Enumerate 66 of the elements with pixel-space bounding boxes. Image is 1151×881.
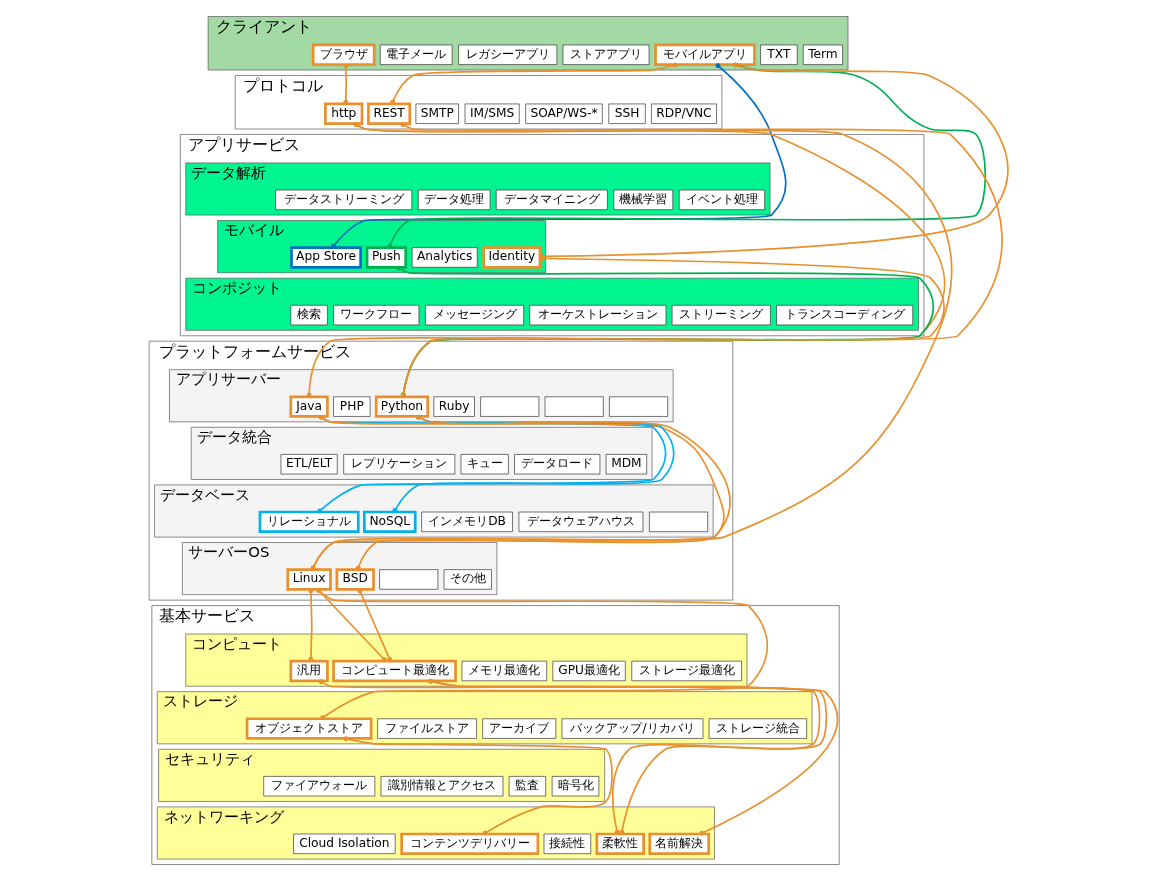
node-box: 柔軟性 bbox=[595, 832, 645, 856]
node-box: IM/SMS bbox=[464, 103, 520, 124]
node-box: レプリケーション bbox=[342, 454, 455, 475]
node-box: インメモリDB bbox=[420, 511, 513, 532]
node-box: MDM bbox=[605, 454, 647, 475]
node-box: ファイルストア bbox=[376, 718, 477, 739]
connector bbox=[307, 588, 313, 662]
connector bbox=[310, 122, 952, 571]
node-box: データ処理 bbox=[417, 189, 490, 210]
node-box: BSD bbox=[335, 568, 375, 591]
node-box: Identity bbox=[481, 246, 541, 269]
node-box: その他 bbox=[443, 569, 492, 590]
node-box: ストレージ統合 bbox=[708, 718, 807, 739]
node-box: SMTP bbox=[415, 103, 459, 124]
node-box: 識別情報とアクセス bbox=[380, 776, 503, 797]
node-box: バックアップ/リカバリ bbox=[561, 718, 703, 739]
node-box: 電子メール bbox=[379, 44, 452, 65]
node-box: RDP/VNC bbox=[650, 103, 717, 124]
node-box: Term bbox=[802, 44, 843, 65]
node-box: GPU最適化 bbox=[551, 660, 626, 682]
node-box bbox=[378, 569, 438, 590]
node-box bbox=[648, 511, 708, 532]
node-box: データロード bbox=[513, 454, 600, 475]
node-box: ストリーミング bbox=[671, 304, 771, 326]
connector bbox=[342, 736, 613, 836]
node-box: SOAP/WS-* bbox=[524, 103, 603, 124]
node-box: データストリーミング bbox=[274, 189, 412, 210]
connector bbox=[399, 122, 1003, 398]
node-box bbox=[544, 396, 604, 417]
node-box: 暗号化 bbox=[551, 776, 599, 797]
node-box: オーケストレーション bbox=[528, 304, 666, 326]
node-box: ブラウザ bbox=[311, 43, 376, 66]
node-box: NoSQL bbox=[362, 510, 417, 534]
node-box: 接続性 bbox=[543, 833, 591, 854]
node-box: ETL/ELT bbox=[280, 454, 338, 475]
node-box: Ruby bbox=[433, 396, 475, 417]
node-box: キュー bbox=[460, 454, 509, 475]
node-box: メッセージング bbox=[424, 304, 524, 326]
node-box: Cloud Isolation bbox=[292, 833, 396, 854]
connector bbox=[318, 679, 820, 835]
node-box: Analytics bbox=[411, 247, 478, 268]
node-box: ワークフロー bbox=[332, 304, 419, 326]
node-box: ストアアプリ bbox=[562, 44, 649, 65]
connector bbox=[389, 62, 678, 105]
connector bbox=[386, 62, 986, 249]
node-box: PHP bbox=[332, 396, 370, 417]
node-box: 機械学習 bbox=[613, 189, 673, 210]
node-box: App Store bbox=[289, 246, 362, 269]
node-box: ファイアウォール bbox=[262, 776, 375, 797]
node-box bbox=[608, 396, 668, 417]
node-box: データウェアハウス bbox=[518, 511, 643, 532]
node-box: ストレージ最適化 bbox=[630, 660, 742, 682]
node-box: 検索 bbox=[289, 304, 328, 326]
node-box: イベント処理 bbox=[678, 189, 765, 210]
connector bbox=[306, 122, 945, 398]
node-box: SSH bbox=[607, 103, 646, 124]
connector bbox=[356, 588, 392, 662]
node-box: レガシーアプリ bbox=[457, 44, 557, 65]
node-box: アーカイブ bbox=[481, 718, 556, 739]
node-box: 監査 bbox=[508, 776, 546, 797]
node-box bbox=[479, 396, 539, 417]
node-box: データマイニング bbox=[495, 189, 608, 210]
node-box: TXT bbox=[759, 44, 797, 65]
node-box: メモリ最適化 bbox=[461, 660, 547, 682]
connector bbox=[342, 63, 348, 105]
node-box: トランスコーディング bbox=[775, 304, 913, 326]
